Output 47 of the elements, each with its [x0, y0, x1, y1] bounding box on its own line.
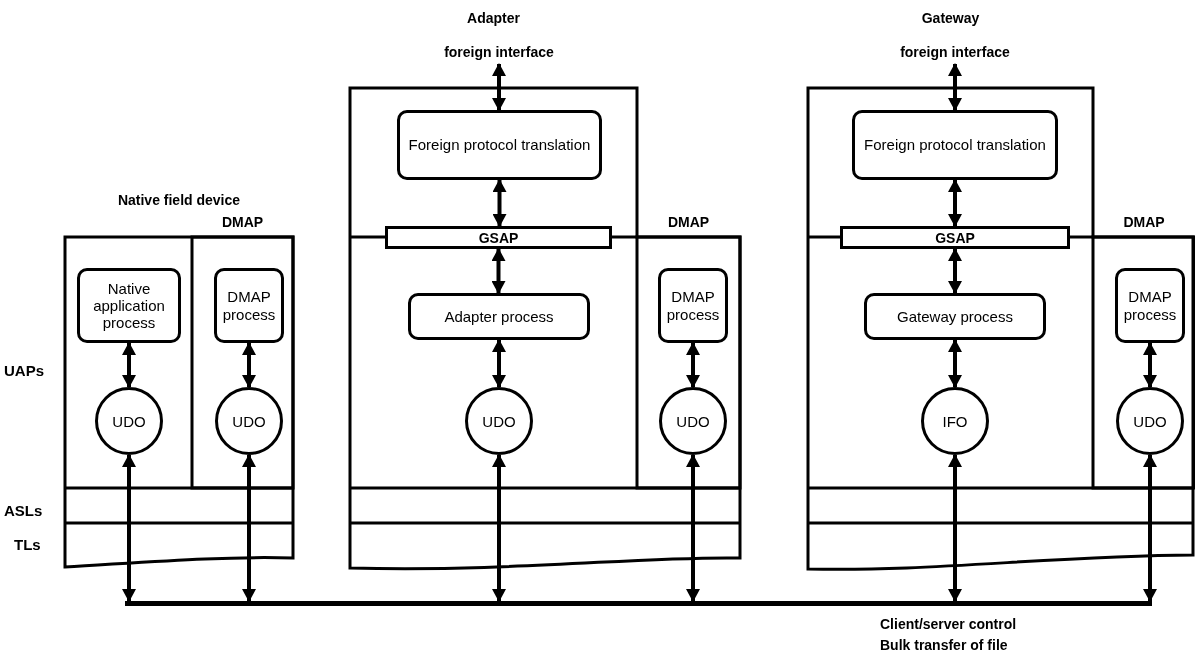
process-box: DMAP process: [658, 268, 728, 343]
double-arrow: [122, 454, 136, 602]
object-circle: UDO: [1116, 387, 1184, 455]
double-arrow: [948, 454, 962, 602]
double-arrow: [948, 248, 962, 294]
double-arrow: [948, 63, 962, 111]
object-circle: UDO: [215, 387, 283, 455]
device-heading: Adapter: [466, 10, 521, 26]
process-box: DMAP process: [1115, 268, 1185, 343]
double-arrow: [948, 179, 962, 227]
process-box: Foreign protocol translation: [397, 110, 602, 180]
bus-caption: Client/server control: [880, 616, 1017, 632]
double-arrow: [492, 179, 507, 227]
process-box: Adapter process: [408, 293, 590, 340]
double-arrow: [122, 342, 136, 388]
object-circle: UDO: [659, 387, 727, 455]
layer-label: ASLs: [4, 502, 43, 519]
double-arrow: [1143, 342, 1157, 388]
object-circle: UDO: [465, 387, 533, 455]
double-arrow: [242, 342, 256, 388]
section-heading: DMAP: [220, 214, 265, 230]
object-circle: IFO: [921, 387, 989, 455]
access-point-bar: GSAP: [385, 226, 612, 249]
bus-caption: Bulk transfer of file: [880, 637, 1008, 653]
double-arrow: [686, 454, 700, 602]
double-arrow: [948, 339, 962, 388]
device-heading: Native field device: [116, 192, 242, 208]
double-arrow: [686, 342, 700, 388]
interface-label: foreign interface: [434, 44, 564, 64]
double-arrow: [242, 454, 256, 602]
process-box: Gateway process: [864, 293, 1046, 340]
layer-label: TLs: [14, 536, 41, 553]
double-arrow: [1143, 454, 1157, 602]
process-box: Native application process: [77, 268, 181, 343]
object-circle: UDO: [95, 387, 163, 455]
device-heading: Gateway: [920, 10, 981, 26]
section-heading: DMAP: [1122, 214, 1166, 230]
double-arrow: [492, 454, 506, 602]
double-arrow: [491, 248, 506, 294]
process-box: DMAP process: [214, 268, 284, 343]
double-arrow: [492, 63, 506, 111]
layer-label: UAPs: [4, 362, 44, 379]
interface-label: foreign interface: [890, 44, 1020, 64]
section-heading: DMAP: [666, 214, 711, 230]
access-point-bar: GSAP: [840, 226, 1070, 249]
double-arrow: [492, 339, 506, 388]
process-box: Foreign protocol translation: [852, 110, 1058, 180]
